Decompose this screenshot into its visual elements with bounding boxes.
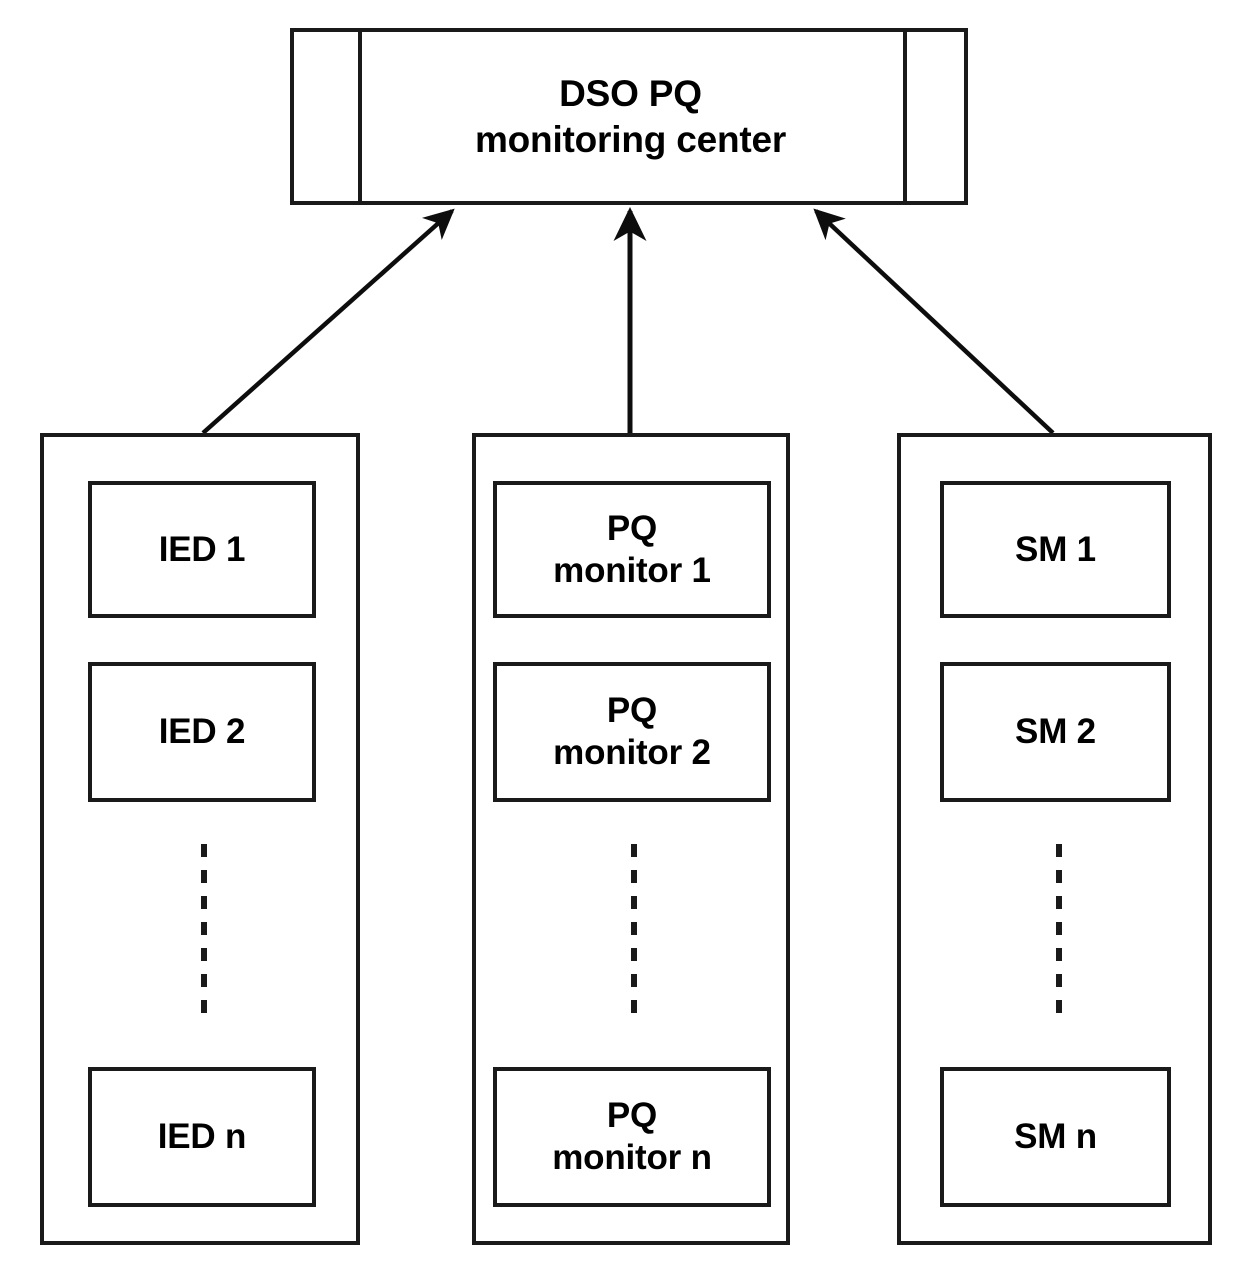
arrow-sm-to-center xyxy=(813,208,1055,435)
top-node-right-divider xyxy=(903,32,907,201)
ied-group-vertical-dots-icon xyxy=(201,844,207,1022)
ied-2-label: IED 2 xyxy=(158,712,246,751)
ied-n-label: IED n xyxy=(157,1117,247,1156)
ied-1-node[interactable]: IED 1 xyxy=(88,481,316,618)
dso-pq-monitoring-center-node[interactable]: DSO PQ monitoring center xyxy=(290,28,968,205)
sm-n-label: SM n xyxy=(1014,1117,1097,1156)
dso-pq-monitoring-center-line-1: DSO PQ xyxy=(559,73,702,115)
sm-group-vertical-dots-icon xyxy=(1056,844,1062,1022)
sm-2-node[interactable]: SM 2 xyxy=(940,662,1171,802)
sm-n-node[interactable]: SM n xyxy=(940,1067,1171,1207)
pq-monitor-1-node[interactable]: PQ monitor 1 xyxy=(493,481,771,618)
pq-monitor-n-label: PQ monitor n xyxy=(552,1096,712,1177)
pq-monitor-group-container[interactable]: PQ monitor 1 PQ monitor 2 PQ monitor n xyxy=(472,433,790,1245)
pq-monitor-n-node[interactable]: PQ monitor n xyxy=(493,1067,771,1207)
dso-pq-monitoring-center-line-2: monitoring center xyxy=(474,118,787,160)
ied-n-node[interactable]: IED n xyxy=(88,1067,316,1207)
pq-monitor-2-label: PQ monitor 2 xyxy=(553,691,711,772)
ied-group-container[interactable]: IED 1 IED 2 IED n xyxy=(40,433,360,1245)
dso-pq-monitoring-center-label: DSO PQ monitoring center xyxy=(362,32,899,201)
pq-monitor-1-label: PQ monitor 1 xyxy=(553,508,711,590)
arrow-ied-to-center xyxy=(201,208,455,435)
sm-2-label: SM 2 xyxy=(1015,712,1096,751)
pq-monitor-2-node[interactable]: PQ monitor 2 xyxy=(493,662,771,802)
top-node-left-divider xyxy=(358,32,362,201)
sm-1-node[interactable]: SM 1 xyxy=(940,481,1171,618)
ied-1-label: IED 1 xyxy=(158,529,246,569)
sm-group-container[interactable]: SM 1 SM 2 SM n xyxy=(897,433,1212,1245)
pq-monitor-group-vertical-dots-icon xyxy=(631,844,637,1022)
ied-2-node[interactable]: IED 2 xyxy=(88,662,316,802)
sm-1-label: SM 1 xyxy=(1015,529,1096,569)
